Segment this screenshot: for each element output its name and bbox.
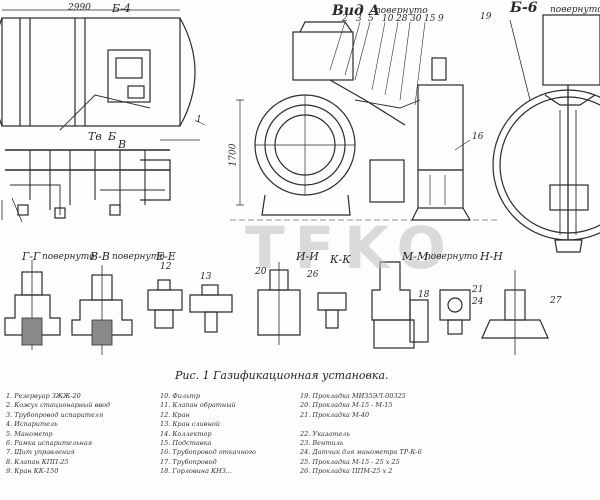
legend-item: 7. Щит управления	[6, 448, 75, 457]
callout-30: 30	[410, 14, 422, 24]
section-note-gg: повернуто	[42, 252, 95, 262]
legend-item: 25. Прокладка М-15 - 25 х 25	[300, 457, 400, 466]
legend-item: 3. Трубопровод испарителя	[6, 410, 104, 419]
callout-21: 21	[472, 285, 484, 295]
legend-item: 23. Вентиль	[300, 439, 344, 448]
callout-3: 3	[356, 14, 362, 24]
view-note-b6: повернуто	[550, 5, 600, 15]
callout-26: 26	[307, 270, 319, 280]
section-label-ii: И-И	[296, 250, 319, 263]
callout-9: 9	[438, 14, 444, 24]
view-label-b4: Б-4	[112, 2, 131, 15]
figure-caption: Рис. 1 Газификационная установка.	[175, 369, 389, 382]
section-details	[4, 260, 549, 355]
callout-5: 5	[368, 14, 374, 24]
callout-12: 12	[160, 262, 172, 272]
legend-item: 24. Датчик для манометра ТР-К-6	[300, 448, 422, 457]
legend-column-3: 19. Прокладка МИЗ5ЭЛ-00325 20. Прокладка…	[300, 392, 470, 477]
legend-item: 13. Кран сливной	[160, 420, 220, 429]
leader-lines	[194, 21, 471, 151]
callout-1: 1	[196, 115, 202, 125]
dimension-side: 1700	[228, 143, 239, 167]
legend-column-2: 10. Фильтр 11. Клапан обратный 12. Кран …	[160, 392, 300, 477]
callout-15: 15	[424, 14, 436, 24]
tank-section-view	[492, 14, 600, 253]
legend-item	[300, 420, 470, 429]
tank-side-view	[0, 9, 200, 223]
callout-16: 16	[472, 132, 484, 142]
legend-item: 6. Рамка испарительная	[6, 439, 93, 448]
section-note-mm: повернуто	[425, 252, 478, 262]
tank-end-view	[230, 21, 500, 221]
legend-item: 20. Прокладка М-15 - М-15	[300, 401, 393, 410]
callout-28: 28	[396, 14, 408, 24]
legend-item: 22. Указатель	[300, 429, 350, 438]
mark-tv: Тв	[88, 130, 102, 143]
callout-13: 13	[200, 272, 212, 282]
legend-item: 14. Коллектор	[160, 429, 212, 438]
section-note-vv: повернуто	[112, 252, 165, 262]
legend-item: 15. Подставка	[160, 439, 212, 448]
section-label-ee: Е-Е	[156, 250, 176, 263]
section-label-mm: М-М	[402, 250, 429, 263]
section-label-vv: В-В	[90, 250, 110, 263]
legend-item: 8. Клапан КПП-25	[6, 457, 69, 466]
view-label-a: Вид А	[332, 3, 381, 19]
legend-item: 1. Резервуар ЗЖЖ-20	[6, 392, 81, 400]
section-label-kk: К-К	[330, 253, 351, 266]
legend-item: 19. Прокладка МИЗ5ЭЛ-00325	[300, 392, 406, 400]
legend-item: 10. Фильтр	[160, 392, 200, 400]
legend-item: 21. Прокладка М-40	[300, 410, 370, 419]
legend-item: 12. Кран	[160, 410, 190, 419]
section-label-nn: Н-Н	[480, 250, 503, 263]
legend-item: 4. Испаритель	[6, 420, 58, 429]
callout-10: 10	[382, 14, 394, 24]
legend-column-1: 1. Резервуар ЗЖЖ-20 2. Кожух стационарны…	[6, 392, 156, 477]
callout-19: 19	[480, 12, 492, 22]
mark-v: В	[118, 138, 127, 151]
legend-item: 5. Манометр	[6, 429, 53, 438]
legend-item: 26. Прокладка ППМ-25 х 2	[300, 467, 393, 476]
callout-24: 24	[472, 297, 484, 307]
dimension-top: 2990	[68, 3, 91, 13]
callout-27: 27	[550, 296, 562, 306]
legend-item: 9. Кран КК-150	[6, 467, 59, 476]
legend-item: 17. Трубопровод	[160, 457, 217, 466]
legend-item: 2. Кожух стационарный ввод	[6, 401, 111, 410]
legend-item: 16. Трубопровод откачного	[160, 448, 256, 457]
view-note-a: повернуто	[375, 6, 428, 16]
mark-b: Б	[108, 130, 117, 143]
callout-2: 2	[342, 14, 348, 24]
section-label-gg: Г-Г	[22, 250, 41, 263]
watermark-logo: TFKO	[245, 214, 456, 282]
legend-item: 18. Горловина КНЗ...	[160, 467, 232, 476]
callout-18: 18	[418, 290, 430, 300]
callout-20: 20	[255, 267, 267, 277]
legend-item: 11. Клапан обратный	[160, 401, 236, 410]
view-label-b6: Б-6	[510, 0, 538, 16]
